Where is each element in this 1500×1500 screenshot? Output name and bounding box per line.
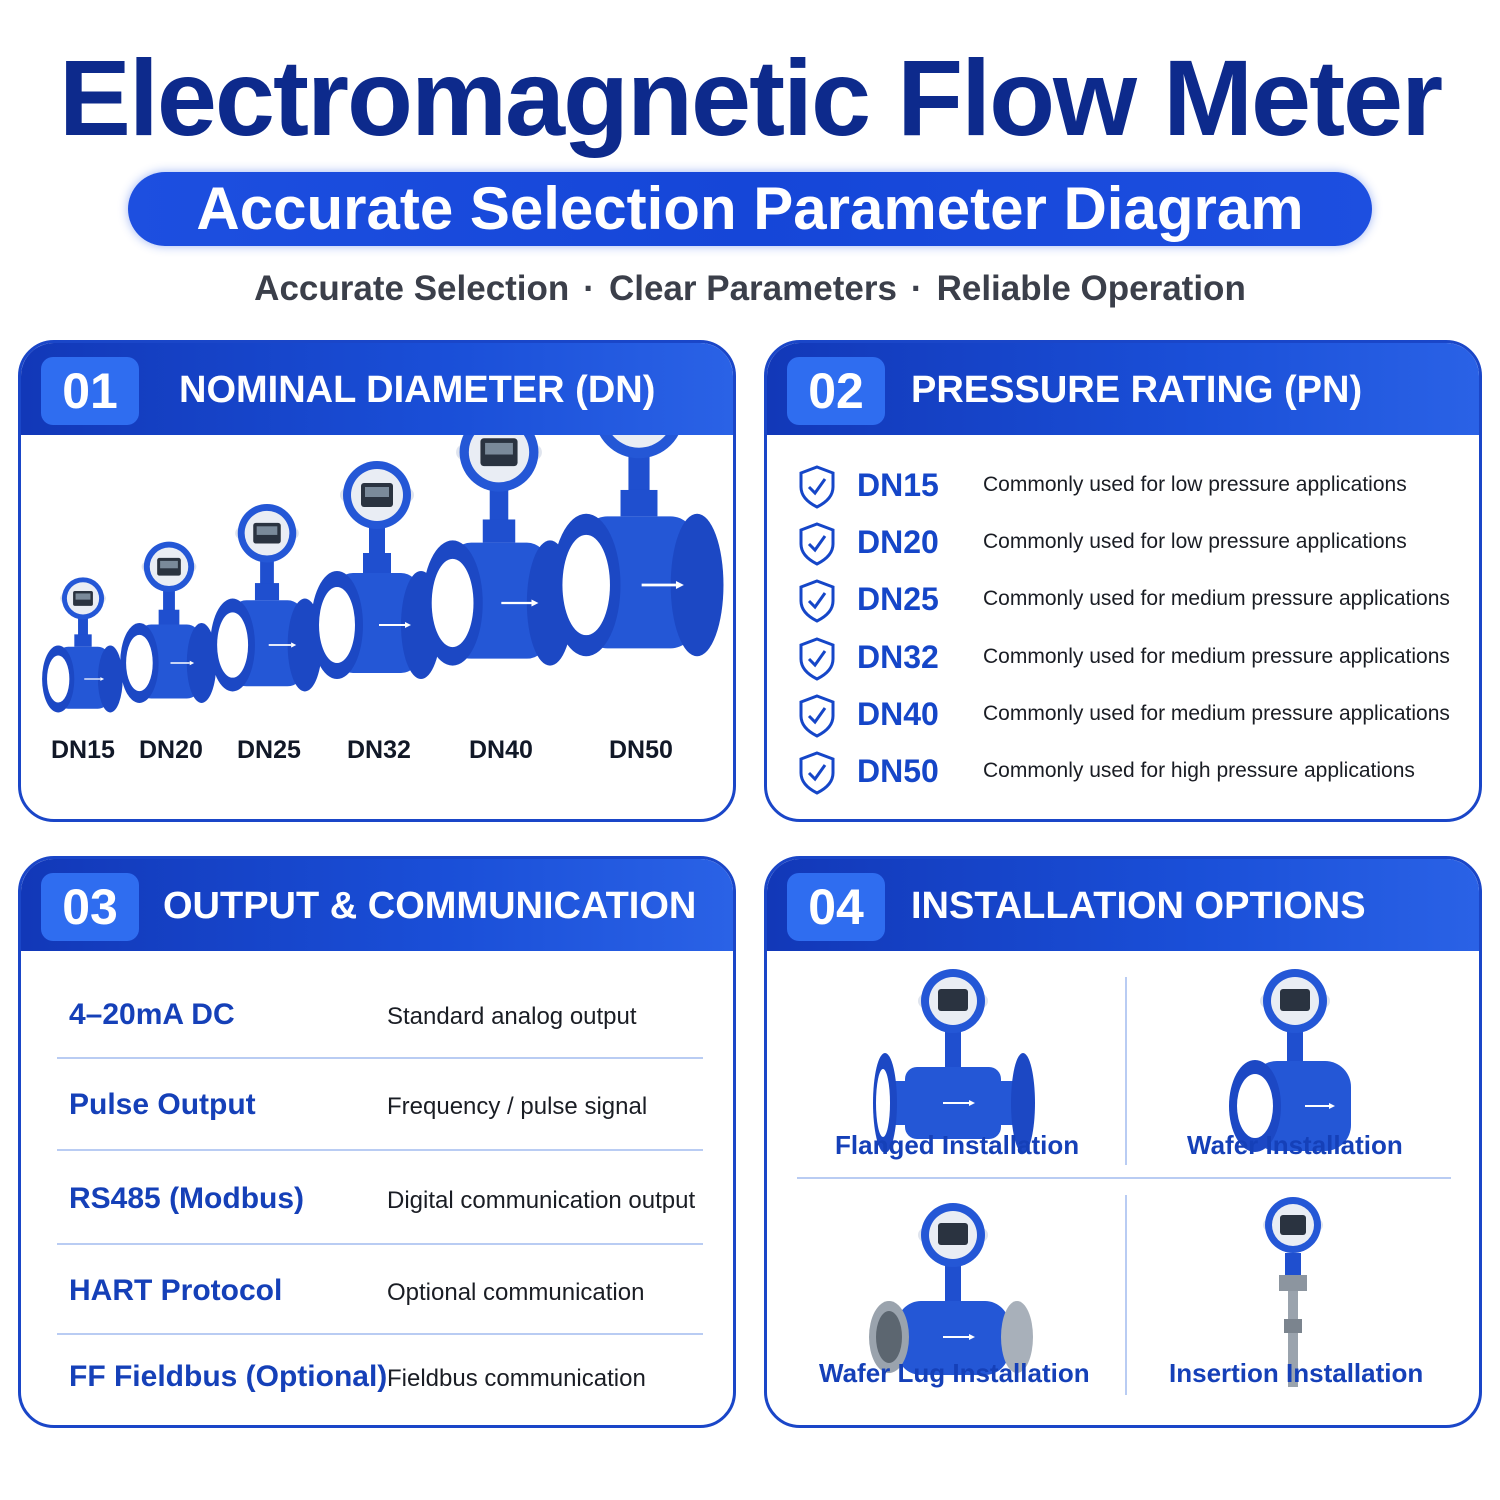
- flow-meter-dn40-icon: [421, 435, 575, 667]
- dn-size-label: DN20: [139, 736, 203, 764]
- row-divider: [57, 1333, 703, 1335]
- wafer-lug-meter-icon: [869, 1203, 1033, 1375]
- installation-illustrations: [869, 969, 1351, 1387]
- pressure-dn: DN40: [857, 696, 939, 732]
- panel-nominal-diameter: 01 NOMINAL DIAMETER (DN) DN15 DN20 DN25 …: [18, 340, 736, 822]
- row-divider: [797, 1177, 1451, 1179]
- pressure-desc: Commonly used for high pressure applicat…: [983, 759, 1415, 782]
- output-desc: Optional communication: [387, 1279, 645, 1306]
- output-desc: Frequency / pulse signal: [387, 1093, 648, 1120]
- output-name: 4–20mA DC: [69, 998, 235, 1031]
- row-divider: [57, 1057, 703, 1059]
- panel-installation-options: 04 INSTALLATION OPTIONS: [764, 856, 1482, 1428]
- flow-meter-dn25-icon: [209, 503, 323, 693]
- pressure-dn: DN32: [857, 639, 939, 675]
- installation-label-wafer-lug: Wafer Lug Installation: [819, 1358, 1090, 1388]
- shield-check-icon: [799, 465, 835, 509]
- shield-check-icon: [799, 694, 835, 738]
- pressure-desc: Commonly used for medium pressure applic…: [983, 702, 1450, 725]
- pressure-desc: Commonly used for low pressure applicati…: [983, 530, 1407, 553]
- flow-meter-dn20-icon: [119, 540, 218, 704]
- section-number: 03: [41, 873, 139, 941]
- section-title: PRESSURE RATING (PN): [911, 369, 1363, 411]
- dn-size-label: DN50: [609, 736, 673, 764]
- shield-check-icon: [799, 522, 835, 566]
- shield-check-icon: [799, 637, 835, 681]
- subtitle-banner: Accurate Selection Parameter Diagram: [128, 172, 1372, 246]
- pressure-row: DN15 Commonly used for low pressure appl…: [797, 459, 1477, 513]
- section-title: OUTPUT & COMMUNICATION: [163, 885, 697, 927]
- pressure-dn: DN20: [857, 524, 939, 560]
- pressure-dn: DN25: [857, 581, 939, 617]
- tagline-item: Reliable Operation: [936, 269, 1246, 308]
- flow-meter-dn15-icon: [41, 576, 124, 714]
- installation-label-wafer: Wafer Installation: [1187, 1130, 1403, 1160]
- panel-header: 03 OUTPUT & COMMUNICATION: [21, 859, 733, 951]
- wafer-meter-icon: [1229, 969, 1351, 1152]
- shield-check-icon: [799, 751, 835, 795]
- output-name: Pulse Output: [69, 1088, 256, 1121]
- panel-output-communication: 03 OUTPUT & COMMUNICATION 4–20mA DC Stan…: [18, 856, 736, 1428]
- insertion-meter-icon: [1263, 1197, 1323, 1387]
- row-divider: [57, 1149, 703, 1151]
- output-name: RS485 (Modbus): [69, 1182, 305, 1215]
- section-title: INSTALLATION OPTIONS: [911, 885, 1366, 927]
- section-number: 01: [41, 357, 139, 425]
- tagline: Accurate Selection · Clear Parameters · Reli…: [0, 266, 1500, 312]
- output-name: FF Fieldbus (Optional): [69, 1360, 388, 1393]
- tagline-item: Accurate Selection: [254, 269, 570, 308]
- dn-size-label: DN25: [237, 736, 301, 764]
- panel-header: 02 PRESSURE RATING (PN): [767, 343, 1479, 435]
- subtitle-text: Accurate Selection Parameter Diagram: [196, 175, 1304, 242]
- tagline-item: Clear Parameters: [608, 269, 897, 308]
- pressure-row: DN50 Commonly used for high pressure app…: [797, 745, 1477, 799]
- column-divider: [1125, 977, 1127, 1165]
- column-divider: [1125, 1195, 1127, 1395]
- tagline-separator: ·: [583, 269, 595, 308]
- dn-size-label: DN15: [51, 736, 115, 764]
- flow-meter-dn32-icon: [310, 460, 442, 680]
- section-title: NOMINAL DIAMETER (DN): [179, 369, 656, 411]
- dn-size-label: DN32: [347, 736, 411, 764]
- section-number: 04: [787, 873, 885, 941]
- pressure-desc: Commonly used for medium pressure applic…: [983, 587, 1450, 610]
- meter-size-illustration: [41, 435, 725, 714]
- pressure-desc: Commonly used for low pressure applicati…: [983, 473, 1407, 496]
- output-desc: Standard analog output: [387, 1003, 637, 1030]
- panel-pressure-rating: 02 PRESSURE RATING (PN) DN15 Commonly us…: [764, 340, 1482, 822]
- output-desc: Digital communication output: [387, 1187, 696, 1214]
- page-title: Electromagnetic Flow Meter: [58, 37, 1443, 158]
- output-desc: Fieldbus communication: [387, 1365, 646, 1392]
- pressure-dn: DN15: [857, 467, 939, 503]
- pressure-row: DN20 Commonly used for low pressure appl…: [797, 516, 1477, 570]
- section-number: 02: [787, 357, 885, 425]
- flanged-meter-icon: [873, 969, 1035, 1153]
- pressure-dn: DN50: [857, 753, 939, 789]
- pressure-row: DN40 Commonly used for medium pressure a…: [797, 688, 1477, 742]
- tagline-separator: ·: [910, 269, 923, 308]
- installation-label-flanged: Flanged Installation: [835, 1130, 1080, 1160]
- panel-header: 01 NOMINAL DIAMETER (DN): [21, 343, 733, 435]
- dn-size-label: DN40: [469, 736, 533, 764]
- row-divider: [57, 1243, 703, 1245]
- flow-meter-dn50-icon: [550, 435, 725, 658]
- output-name: HART Protocol: [69, 1274, 283, 1307]
- pressure-row: DN25 Commonly used for medium pressure a…: [797, 573, 1477, 627]
- pressure-row: DN32 Commonly used for medium pressure a…: [797, 631, 1477, 685]
- pressure-desc: Commonly used for medium pressure applic…: [983, 645, 1450, 668]
- installation-label-insertion: Insertion Installation: [1169, 1358, 1424, 1388]
- panel-header: 04 INSTALLATION OPTIONS: [767, 859, 1479, 951]
- shield-check-icon: [799, 579, 835, 623]
